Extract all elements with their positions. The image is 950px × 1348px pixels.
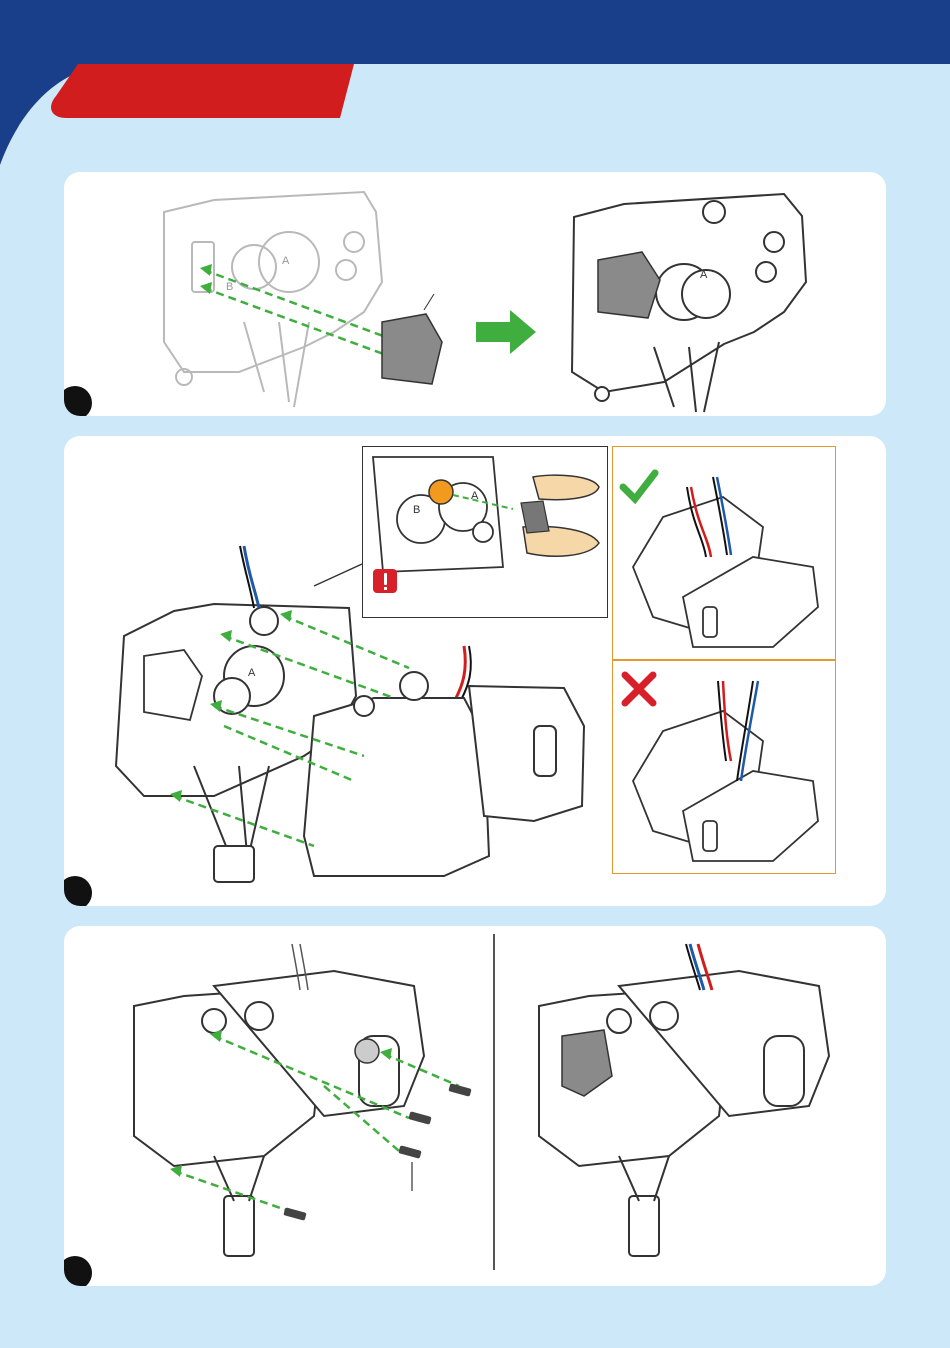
step-3-divider — [493, 934, 495, 1270]
step-1-illustration: A B A — [64, 172, 886, 416]
step-3-panel — [64, 926, 886, 1286]
correct-wiring-example — [612, 446, 836, 660]
next-arrow — [476, 310, 536, 354]
faded-gearbox-drawing — [164, 192, 382, 407]
finger-top — [533, 475, 599, 500]
gray-cover-part — [382, 314, 442, 384]
gear-label-a-right: A — [700, 269, 708, 281]
step-2-panel: A — [64, 436, 886, 906]
step-3-illustration — [64, 926, 886, 1286]
green-check-icon — [623, 473, 655, 499]
step-1-panel: A B A — [64, 172, 886, 416]
header-red-ribbon — [51, 64, 354, 118]
incorrect-wiring-example — [612, 660, 836, 874]
header-band — [0, 0, 950, 170]
assembly-with-screws-drawing — [134, 971, 424, 1256]
gear-label-a-step2: A — [248, 667, 256, 679]
gear-label-a: A — [282, 255, 290, 267]
finished-assembly-drawing — [539, 971, 829, 1256]
red-cross-icon — [625, 675, 653, 703]
correct-wiring-drawing — [613, 447, 835, 659]
gear-label-b: B — [226, 281, 233, 293]
gear-detail-inset: B A — [362, 446, 608, 618]
gear-detail-drawing: B A — [363, 447, 607, 617]
gear-label-b-inset: B — [413, 504, 420, 516]
incorrect-wiring-drawing — [613, 661, 835, 873]
